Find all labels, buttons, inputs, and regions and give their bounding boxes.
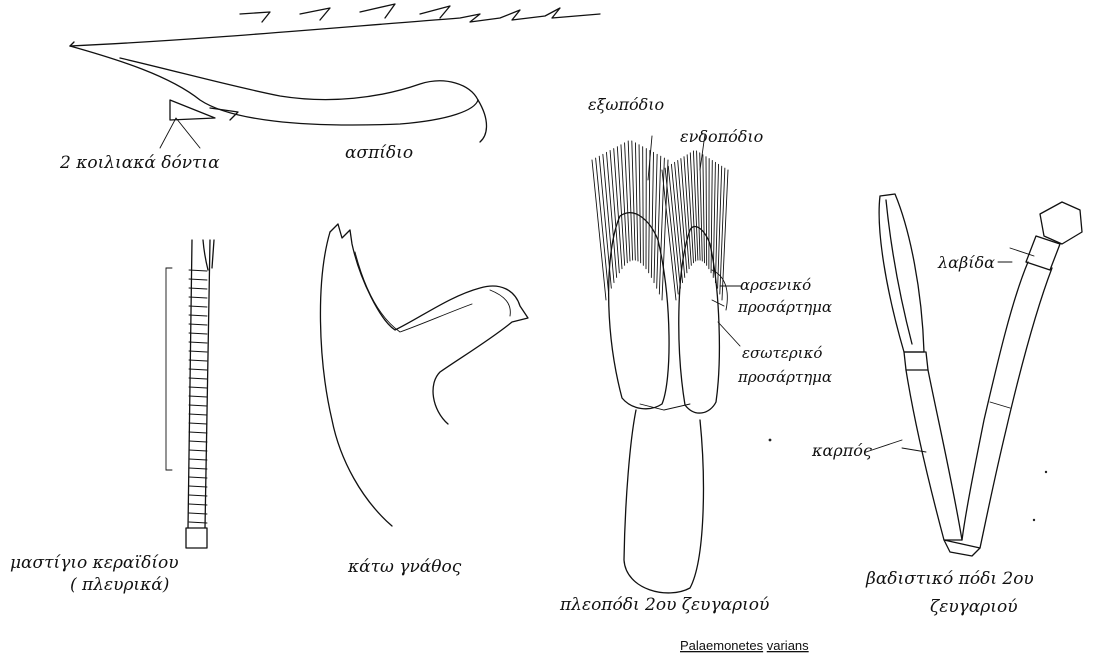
flagellum-segment [189, 333, 207, 334]
seta [621, 145, 627, 263]
flagellum-segment [189, 369, 207, 370]
label-rostrum: ασπίδιο [345, 143, 413, 163]
label-appendix-masculina-line1: αρσενικό [740, 276, 811, 294]
seta [599, 156, 611, 288]
label-chela: λαβίδα [937, 253, 995, 272]
seta [671, 164, 682, 282]
caption-genus: Palaemonetes [680, 638, 764, 653]
seta [643, 147, 644, 266]
flagellum-segment [189, 387, 207, 388]
flagellum-drawing [166, 240, 214, 548]
flagellum-segment [189, 522, 207, 523]
flagellum-segment [189, 396, 207, 397]
seta [592, 160, 606, 300]
label-appendix-interna-line1: εσωτερικό [742, 344, 822, 362]
label-exopodite: εξωπόδιο [588, 95, 664, 114]
seta [651, 152, 653, 277]
pleopod-drawing [592, 134, 742, 593]
seta [596, 158, 609, 294]
label-appendix-interna-line2: προσάρτημα [737, 368, 832, 386]
mandible-drawing [320, 224, 528, 526]
label-carpus: καρπός [811, 441, 872, 460]
flagellum-segment [189, 513, 207, 514]
flagellum-segment [189, 342, 207, 343]
rostrum-drawing [70, 4, 600, 148]
seta [654, 154, 657, 282]
flagellum-segment [189, 315, 207, 316]
flagellum-segment [189, 423, 207, 424]
label-pereiopod-line2: ζευγαριού [930, 597, 1018, 617]
flagellum-segment [189, 450, 207, 451]
seta [639, 145, 641, 263]
flagellum-segment [189, 405, 207, 406]
flagellum-segment [189, 486, 207, 487]
flagellum-segment [189, 441, 207, 442]
seta [617, 147, 624, 266]
flagellum-segment [189, 459, 207, 460]
seta [690, 153, 695, 261]
label-endopodite: ενδοπόδιο [680, 127, 763, 146]
seta [722, 170, 728, 300]
label-mandible: κάτω γνάθος [347, 557, 462, 577]
flagellum-segment [189, 414, 207, 415]
flagellum-segment [189, 432, 207, 433]
flagellum-segment [189, 351, 207, 352]
label-pereiopod-line1: βαδιστικό πόδι 2ου [865, 569, 1034, 589]
seta [665, 168, 678, 294]
label-ventral-teeth: 2 κοιλιακά δόντια [59, 153, 220, 173]
flagellum-segment [189, 504, 207, 505]
flagellum-segment [189, 477, 207, 478]
flagellum-segment [189, 468, 207, 469]
label-appendix-masculina-line2: προσάρτημα [737, 298, 832, 316]
label-flagellum-line2: ( πλευρικά) [70, 575, 169, 595]
flagellum-segment [189, 378, 207, 379]
caption-species: varians [767, 638, 809, 653]
flagellum-segment [189, 324, 207, 325]
seta [668, 166, 680, 288]
label-flagellum-line1: μαστίγιο κεραϊδίου [10, 553, 179, 573]
seta [713, 162, 715, 277]
seta [703, 155, 705, 263]
seta [635, 143, 638, 261]
label-pleopod: πλεοπόδι 2ου ζευγαριού [559, 595, 769, 615]
flagellum-segment [189, 360, 207, 361]
seta [706, 157, 707, 266]
flagellum-segment [189, 495, 207, 496]
species-caption: Palaemonetes varians [680, 638, 809, 653]
